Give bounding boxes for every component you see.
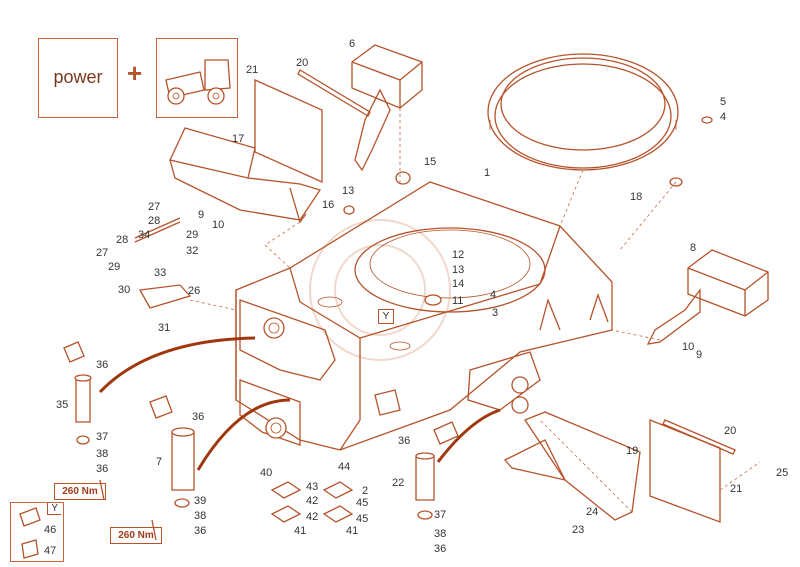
callout-5: 5 <box>720 96 726 108</box>
watermark-emblem <box>309 219 451 361</box>
callout-29: 29 <box>186 229 198 241</box>
callout-20: 20 <box>724 425 736 437</box>
power-label: power <box>53 67 103 87</box>
callout-9: 9 <box>198 209 204 221</box>
torque-label: 260 Nm <box>110 527 162 544</box>
cover-plate-part <box>254 78 323 184</box>
callout-39: 39 <box>194 495 206 507</box>
plus-sign: + <box>127 58 143 88</box>
callout-6: 6 <box>349 38 355 50</box>
callout-23: 23 <box>572 524 584 536</box>
top-cover-part <box>351 44 423 172</box>
callout-42: 42 <box>306 511 318 523</box>
callout-41: 41 <box>294 525 306 537</box>
callout-38: 38 <box>96 448 108 460</box>
callout-3: 3 <box>492 307 498 319</box>
callout-27: 27 <box>148 201 160 213</box>
callout-13: 13 <box>342 185 354 197</box>
callout-30: 30 <box>118 284 130 296</box>
callout-21: 21 <box>730 483 742 495</box>
callout-45: 45 <box>356 513 368 525</box>
callout-36: 36 <box>194 525 206 537</box>
callout-13: 13 <box>452 264 464 276</box>
callout-36: 36 <box>96 359 108 371</box>
callout-10: 10 <box>682 341 694 353</box>
callout-labels: 1 2 3 4 4 5 6 7 8 9 9 10 10 11 12 13 13 … <box>44 38 788 557</box>
callout-18: 18 <box>630 191 642 203</box>
hood-part <box>169 127 322 224</box>
callout-46: 46 <box>44 524 56 536</box>
callout-45: 45 <box>356 497 368 509</box>
seal-strip-part <box>297 69 371 117</box>
callout-4: 4 <box>490 289 496 301</box>
callout-2: 2 <box>362 485 368 497</box>
callout-40: 40 <box>260 467 272 479</box>
callout-41: 41 <box>346 525 358 537</box>
callout-24: 24 <box>586 506 598 518</box>
callout-42: 42 <box>306 495 318 507</box>
right-cover-plate <box>649 419 736 523</box>
main-frame <box>235 181 613 451</box>
callout-17: 17 <box>232 133 244 145</box>
side-guard-part <box>503 411 641 521</box>
callout-37: 37 <box>434 509 446 521</box>
callout-43: 43 <box>306 481 318 493</box>
callout-35: 35 <box>56 399 68 411</box>
callout-25: 25 <box>776 467 788 479</box>
callout-19: 19 <box>626 445 638 457</box>
callout-21: 21 <box>246 64 258 76</box>
callout-36: 36 <box>434 543 446 555</box>
callout-10: 10 <box>212 219 224 231</box>
accumulator-cylinders <box>63 341 459 501</box>
torque-label: 260 Nm <box>54 483 106 500</box>
callout-36: 36 <box>192 411 204 423</box>
callout-29: 29 <box>108 261 120 273</box>
callout-47: 47 <box>44 545 56 557</box>
callout-31: 31 <box>158 322 170 334</box>
callout-32: 32 <box>186 245 198 257</box>
callout-26: 26 <box>188 285 200 297</box>
callout-34: 34 <box>138 229 150 241</box>
assembly-leader-lines <box>189 108 761 513</box>
callout-20: 20 <box>296 57 308 69</box>
callout-7: 7 <box>156 456 162 468</box>
callout-28: 28 <box>116 234 128 246</box>
callout-27: 27 <box>96 247 108 259</box>
callout-37: 37 <box>96 431 108 443</box>
hydraulic-hose-arcs <box>98 336 501 471</box>
callout-33: 33 <box>154 267 166 279</box>
callout-8: 8 <box>690 242 696 254</box>
callout-36: 36 <box>398 435 410 447</box>
rear-cover-part <box>646 249 769 345</box>
callout-36: 36 <box>96 463 108 475</box>
callout-28: 28 <box>148 215 160 227</box>
callout-12: 12 <box>452 249 464 261</box>
callout-11: 11 <box>452 295 463 307</box>
small-fasteners <box>19 116 713 559</box>
callout-16: 16 <box>322 199 334 211</box>
dumper-icon <box>165 59 231 105</box>
callout-38: 38 <box>434 528 446 540</box>
callout-15: 15 <box>424 156 436 168</box>
callout-9: 9 <box>696 349 702 361</box>
callout-44: 44 <box>338 461 350 473</box>
inset-view-y: Y <box>10 502 64 562</box>
slewing-ring <box>487 53 679 171</box>
callout-38: 38 <box>194 510 206 522</box>
callout-14: 14 <box>452 278 464 290</box>
callout-22: 22 <box>392 477 404 489</box>
dumper-thumbnail <box>156 38 238 118</box>
callout-4: 4 <box>720 111 726 123</box>
power-box: power <box>38 38 118 118</box>
callout-1: 1 <box>484 167 490 179</box>
inset-view-label: Y <box>47 503 61 515</box>
view-marker-y: Y <box>378 309 394 324</box>
